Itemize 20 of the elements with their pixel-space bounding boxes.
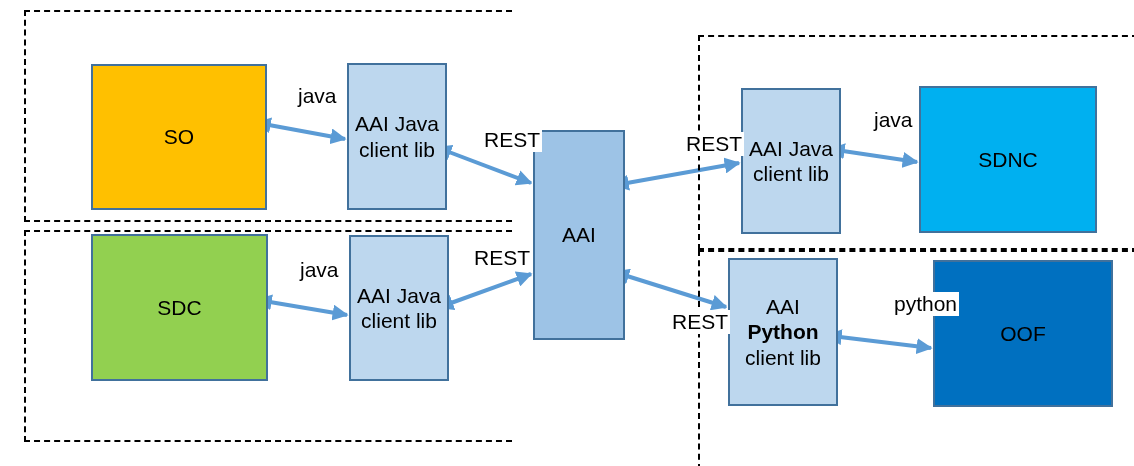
- component-label: SDC: [157, 294, 202, 321]
- component-box: [91, 234, 268, 381]
- library-label: AAI Java client lib: [353, 111, 440, 162]
- edge-label: REST: [482, 128, 542, 152]
- client-library-box: [728, 258, 838, 406]
- library-label: AAI Java client lib: [355, 282, 442, 334]
- client-library-box: [349, 235, 449, 381]
- component-label: AAI: [562, 222, 596, 248]
- component-box: [919, 86, 1097, 233]
- edge-label: python: [892, 292, 960, 316]
- library-label: AAI Python client lib: [744, 294, 822, 370]
- component-label: SO: [163, 124, 195, 150]
- edge-label: REST: [684, 132, 744, 156]
- component-label: OOF: [1000, 320, 1046, 347]
- edge-label: REST: [670, 310, 730, 334]
- component-label: SDNC: [978, 146, 1038, 173]
- library-label: AAI Java client lib: [747, 135, 834, 187]
- client-library-box: [741, 88, 841, 234]
- component-box: [91, 64, 267, 210]
- client-library-box: [347, 63, 447, 210]
